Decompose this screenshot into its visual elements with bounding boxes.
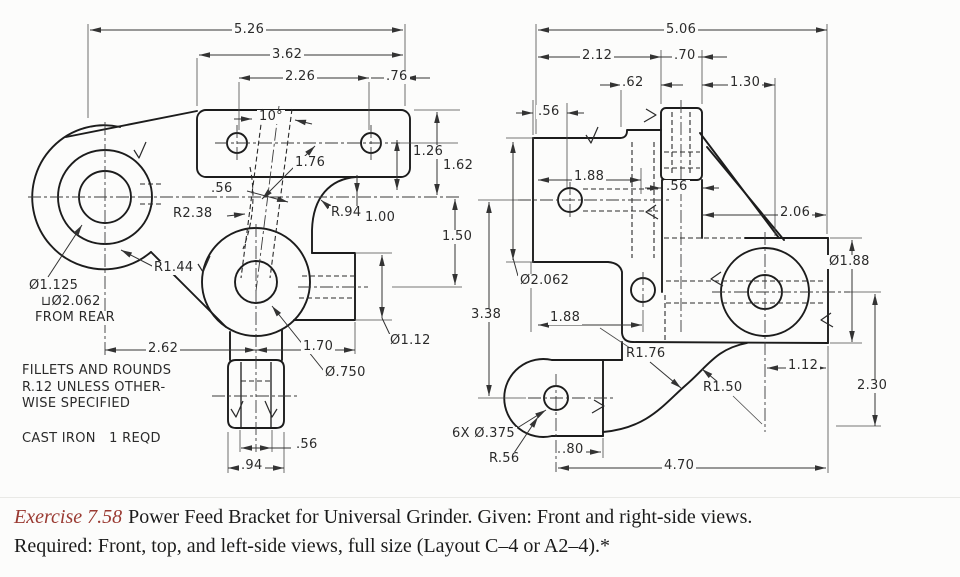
dim-2.62: 2.62	[146, 341, 181, 356]
dim-3.62: 3.62	[270, 47, 305, 62]
side-view-hidden-lines	[583, 112, 824, 340]
note-fillets-3: WISE SPECIFIED	[20, 396, 133, 411]
dim-1.88-lower: 1.88	[548, 310, 583, 325]
dim-.56-slot: .56	[209, 181, 235, 196]
dim-1.26: 1.26	[411, 144, 446, 159]
dim-6x-dia.375: 6X Ø.375	[450, 426, 517, 441]
dim-dia2.062: Ø2.062	[518, 273, 572, 288]
dim-2.30: 2.30	[855, 378, 890, 393]
dim-1.70: 1.70	[301, 339, 336, 354]
front-view-extension-lines	[87, 24, 462, 473]
orthographic-views	[28, 24, 881, 473]
dim-dia1.88: Ø1.88	[827, 254, 872, 269]
note-from-rear: FROM REAR	[33, 310, 117, 325]
dim-5.26: 5.26	[232, 22, 267, 37]
note-fillets-1: FILLETS AND ROUNDS	[20, 363, 174, 378]
dim-2.06: 2.06	[778, 205, 813, 220]
note-material: CAST IRON 1 REQD	[20, 431, 163, 446]
dim-R.94: R.94	[329, 205, 364, 220]
dim-.70: .70	[672, 48, 698, 63]
dim-5.06: 5.06	[664, 22, 699, 37]
dim-dia.750: Ø.750	[323, 365, 368, 380]
dim-R1.76: R1.76	[624, 346, 668, 361]
front-view-hidden-lines	[140, 108, 355, 382]
dim-.80: .80	[560, 442, 586, 457]
dim-4.70: 4.70	[662, 458, 697, 473]
caption-text-2: Required: Front, top, and left-side view…	[14, 535, 611, 557]
dim-.94: .94	[239, 458, 265, 473]
front-view-finish-marks	[133, 141, 278, 418]
figure-divider	[0, 497, 960, 498]
dim-R2.38: R2.38	[171, 206, 215, 221]
side-view-centerlines	[518, 100, 850, 472]
side-view-dimension-lines	[486, 27, 878, 471]
dim-R1.44: R1.44	[152, 260, 196, 275]
right-side-view	[478, 24, 881, 473]
dim-1.62: 1.62	[441, 158, 476, 173]
front-view	[28, 24, 462, 473]
dim-2.12: 2.12	[580, 48, 615, 63]
caption-text: Power Feed Bracket for Universal Grinder…	[128, 506, 753, 528]
dim-1.76: 1.76	[293, 155, 328, 170]
dim-1.00: 1.00	[363, 210, 398, 225]
dim-.76: .76	[384, 69, 410, 84]
dim-spotface-dia2.062: ⊔Ø2.062	[39, 294, 103, 309]
dim-2.26: 2.26	[283, 69, 318, 84]
dim-3.38: 3.38	[469, 307, 504, 322]
dim-.62: .62	[620, 75, 646, 90]
dim-.56-left: .56	[536, 104, 562, 119]
exercise-number: Exercise 7.58	[14, 506, 123, 528]
dim-.56-stem: .56	[294, 437, 320, 452]
dim-1.30: 1.30	[728, 75, 763, 90]
side-view-finish-marks	[585, 108, 834, 414]
dim-dia1.125: Ø1.125	[27, 278, 81, 293]
dim-dia1.12: Ø1.12	[388, 333, 433, 348]
dim-R.56: R.56	[487, 451, 522, 466]
dim-10deg: 10°	[257, 109, 285, 124]
side-view-extension-lines	[478, 24, 881, 473]
dim-1.50: 1.50	[440, 229, 475, 244]
dim-R1.50: R1.50	[701, 380, 745, 395]
dim-1.88-upper: 1.88	[572, 169, 607, 184]
note-fillets-2: R.12 UNLESS OTHER-	[20, 380, 168, 395]
dim-.56-column: .56	[664, 179, 690, 194]
dim-1.12: 1.12	[786, 358, 821, 373]
